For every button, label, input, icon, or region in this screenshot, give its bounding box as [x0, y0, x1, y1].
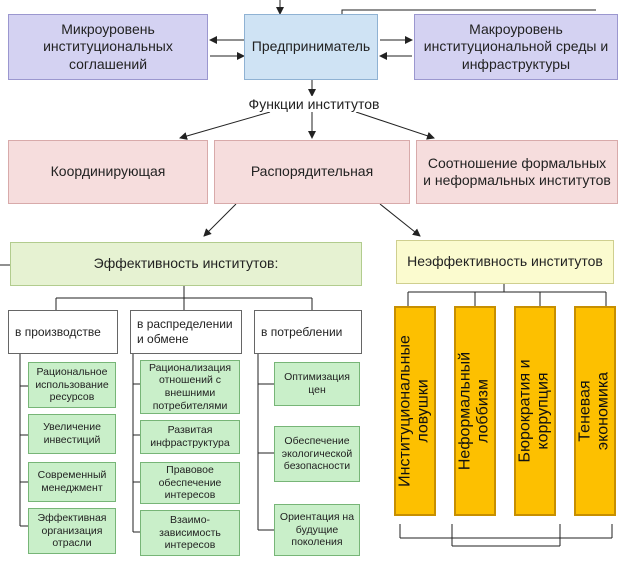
- coordinating-function-label: Координирующая: [50, 163, 166, 180]
- distributive-function-label: Распорядительная: [250, 163, 374, 180]
- coordinating-function-box: Координирующая: [8, 140, 208, 204]
- efficiency-box: Эффективность институтов:: [10, 242, 362, 286]
- distribution-item: Правовое обеспечение интересов: [140, 462, 240, 504]
- consumption-item: Обеспечение экологической безопасности: [274, 426, 360, 482]
- distribution-item-label: Рационализация отношений с внешними потр…: [148, 361, 232, 412]
- consumption-item: Оптимизация цен: [274, 362, 360, 406]
- production-item-label: Увеличение инвестиций: [43, 421, 101, 446]
- category-production-label: в производстве: [15, 324, 101, 339]
- inefficiency-title: Неэффективность институтов: [407, 253, 603, 270]
- macro-level-box: Макроуровень институциональной среды и и…: [414, 14, 618, 80]
- efficiency-title: Эффективность институтов:: [93, 255, 279, 272]
- category-distribution-label: в распределении и обмене: [137, 317, 233, 346]
- distribution-item: Рационализация отношений с внешними потр…: [140, 360, 240, 414]
- consumption-item-label: Оптимизация цен: [284, 371, 350, 396]
- category-distribution: в распределении и обмене: [130, 310, 242, 354]
- distributive-function-box: Распорядительная: [214, 140, 410, 204]
- production-item-label: Современный менеджмент: [37, 469, 107, 494]
- inefficiency-box: Неэффективность институтов: [396, 240, 614, 284]
- production-item-label: Эффективная организация отрасли: [37, 512, 107, 550]
- consumption-item: Ориентация на будущие поколения: [274, 504, 360, 556]
- category-consumption-label: в потреблении: [261, 324, 343, 339]
- production-item: Эффективная организация отрасли: [28, 508, 116, 554]
- category-production: в производстве: [8, 310, 118, 354]
- production-item: Рациональное использование ресурсов: [28, 362, 116, 408]
- entrepreneur-label: Предприниматель: [251, 38, 371, 55]
- arrow-to-coordinating: [179, 111, 271, 140]
- production-item: Увеличение инвестиций: [28, 414, 116, 454]
- production-item: Современный менеджмент: [28, 462, 116, 502]
- micro-level-box: Микроуровень институциональных соглашени…: [8, 14, 208, 80]
- category-consumption: в потреблении: [254, 310, 362, 354]
- micro-level-label: Микроуровень институциональных соглашени…: [43, 20, 173, 72]
- arrow-to-ratio: [355, 111, 435, 140]
- entrepreneur-box: Предприниматель: [244, 14, 378, 80]
- arrow-to-efficiency: [203, 203, 237, 237]
- consumption-item-label: Ориентация на будущие поколения: [279, 511, 355, 549]
- production-item-label: Рациональное использование ресурсов: [35, 366, 109, 404]
- distribution-item: Взаимо-зависимость интересов: [140, 510, 240, 556]
- distribution-item-label: Развитая инфраструктура: [150, 424, 230, 449]
- ratio-function-box: Соотношение формальных и неформальных ин…: [416, 140, 618, 204]
- macro-level-label: Макроуровень институциональной среды и и…: [423, 20, 609, 72]
- distribution-item: Развитая инфраструктура: [140, 420, 240, 454]
- distribution-item-label: Взаимо-зависимость интересов: [159, 514, 221, 552]
- arrow-to-inefficiency: [379, 203, 421, 237]
- functions-label: Функции институтов: [238, 96, 390, 112]
- ratio-function-label: Соотношение формальных и неформальных ин…: [423, 154, 611, 189]
- distribution-item-label: Правовое обеспечение интересов: [158, 464, 222, 502]
- consumption-item-label: Обеспечение экологической безопасности: [281, 435, 353, 473]
